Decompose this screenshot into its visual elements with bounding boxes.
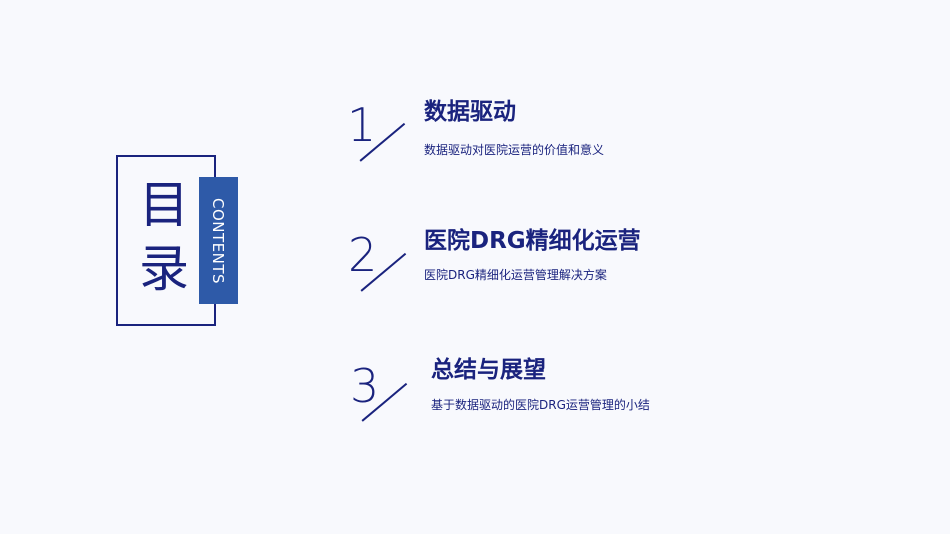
toc-title-char-2: 录 [139, 240, 189, 298]
contents-band: CONTENTS [199, 177, 238, 304]
section-2-number: 2 [348, 228, 378, 282]
section-2-heading: 医院DRG精细化运营 [424, 228, 641, 254]
section-3-heading: 总结与展望 [431, 357, 546, 383]
section-1-subtitle: 数据驱动对医院运营的价值和意义 [424, 143, 605, 157]
section-3-number: 3 [350, 359, 380, 413]
contents-label-wrap: CONTENTS [199, 177, 238, 304]
section-2-subtitle: 医院DRG精细化运营管理解决方案 [424, 268, 607, 282]
section-1-number: 1 [347, 98, 377, 152]
section-3-subtitle: 基于数据驱动的医院DRG运营管理的小结 [431, 398, 650, 412]
section-1-heading: 数据驱动 [424, 99, 516, 125]
toc-title-char-1: 目 [139, 176, 189, 234]
contents-label: CONTENTS [209, 197, 228, 284]
toc-title: 目 录 [134, 173, 194, 301]
